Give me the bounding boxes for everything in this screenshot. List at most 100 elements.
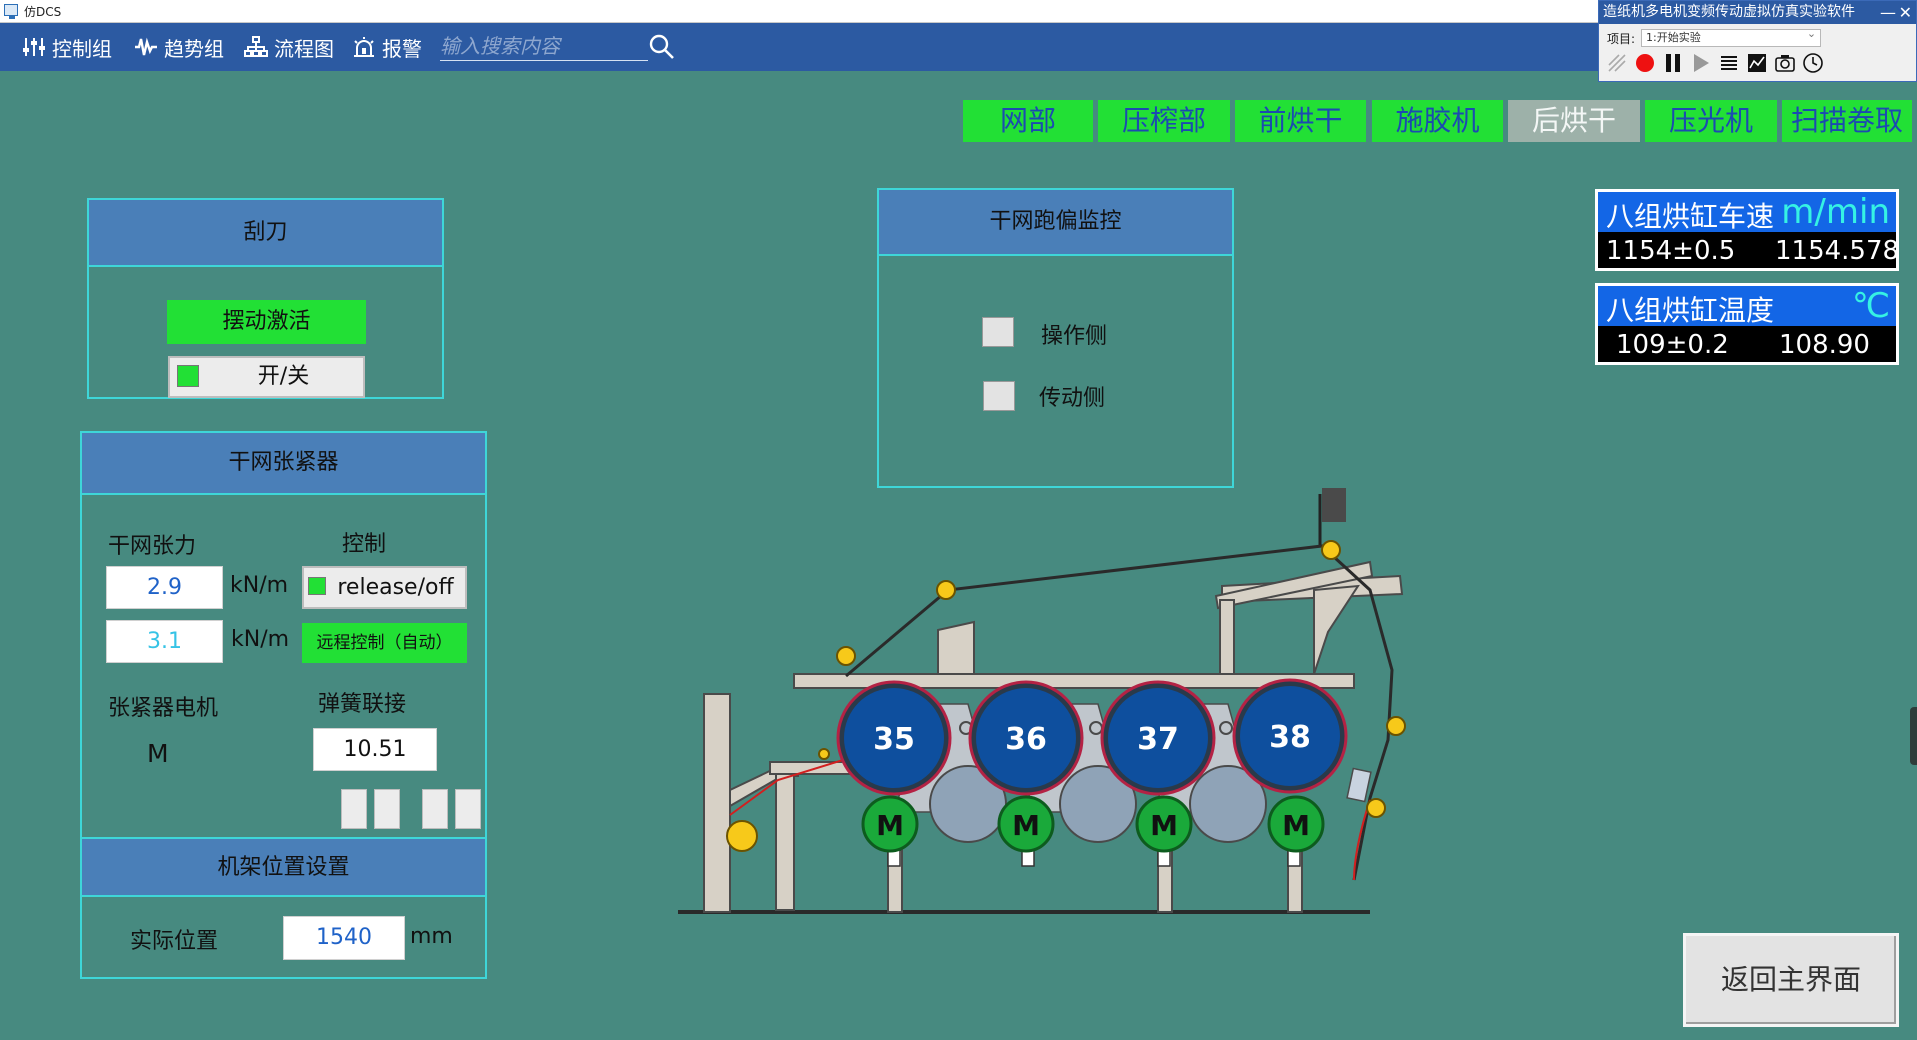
guide-rollers xyxy=(726,540,1406,852)
project-select[interactable]: 1:开始实验 xyxy=(1641,26,1822,47)
minimize-button[interactable]: — xyxy=(1880,3,1896,22)
tensioner-panel-title: 干网张紧器 xyxy=(82,433,485,495)
frame-position-title: 机架位置设置 xyxy=(82,837,485,897)
actual-position-label: 实际位置 xyxy=(130,929,219,954)
motor-37[interactable]: M xyxy=(1135,795,1193,867)
clock-icon xyxy=(1803,53,1823,73)
svg-text:M: M xyxy=(1012,809,1040,842)
menu-trend-group[interactable]: 趋势组 xyxy=(134,32,224,62)
oscillation-activate-button[interactable]: 摆动激活 xyxy=(167,300,366,344)
spring-coupling-value: 10.51 xyxy=(313,728,437,771)
dryer-cylinder-36: 36 xyxy=(968,680,1084,796)
chart-icon xyxy=(1748,54,1766,72)
menu-control-group[interactable]: 控制组 xyxy=(22,32,112,62)
sliders-icon xyxy=(23,38,45,56)
motor-35[interactable]: M xyxy=(861,795,919,867)
drive-motors: M M M M xyxy=(861,795,1325,867)
side-drawer-handle[interactable] xyxy=(1910,707,1917,765)
actual-position-value: 1540 xyxy=(283,916,405,960)
on-off-label: 开/关 xyxy=(257,364,310,389)
spring-coupling-label: 弹簧联接 xyxy=(318,692,407,717)
temperature-actual: 108.90 xyxy=(1779,330,1870,360)
speed-unit: m/min xyxy=(1781,192,1890,232)
release-status-indicator xyxy=(308,577,326,595)
menu-alarm[interactable]: 报警 xyxy=(352,32,422,62)
tensioner-motor-symbol: M xyxy=(147,739,169,768)
window-title: 仿DCS xyxy=(24,5,62,19)
motor-38[interactable]: M xyxy=(1267,795,1325,867)
felt-tension-label: 干网张力 xyxy=(108,534,197,559)
sim-panel-title: 造纸机多电机变频传动虚拟仿真实验软件 xyxy=(1603,4,1855,20)
play-button[interactable] xyxy=(1689,51,1713,75)
svg-text:38: 38 xyxy=(1269,720,1311,755)
pause-button[interactable] xyxy=(1661,51,1685,75)
drive-side-indicator[interactable] xyxy=(983,381,1015,411)
sim-toolbar xyxy=(1605,51,1825,75)
tensioner-step-button-3[interactable] xyxy=(422,789,448,829)
tab-wire-section[interactable]: 网部 xyxy=(963,100,1093,142)
dryer-cylinder-38: 38 xyxy=(1232,678,1348,794)
svg-text:M: M xyxy=(1150,809,1178,842)
project-row: 项目: 1:开始实验 xyxy=(1607,26,1822,47)
scraper-on-off-button[interactable]: 开/关 xyxy=(168,356,365,398)
tensioner-step-button-2[interactable] xyxy=(374,789,400,829)
remote-control-auto-button[interactable]: 远程控制（自动） xyxy=(302,623,467,663)
project-label: 项目: xyxy=(1607,31,1636,46)
tab-scan-reel[interactable]: 扫描卷取 xyxy=(1782,100,1912,142)
list-icon xyxy=(1721,56,1737,70)
tab-size-press[interactable]: 施胶机 xyxy=(1372,100,1503,142)
deviation-panel-title: 干网跑偏监控 xyxy=(879,190,1232,256)
speed-title: 八组烘缸车速 xyxy=(1606,200,1775,233)
tab-calender[interactable]: 压光机 xyxy=(1645,100,1777,142)
dryer-felt-tensioner-panel: 干网张紧器 干网张力 控制 2.9 kN/m release/off 3.1 k… xyxy=(80,431,487,979)
step-icon xyxy=(1608,54,1626,72)
dryer-cylinder-37: 37 xyxy=(1100,680,1216,796)
list-button[interactable] xyxy=(1717,51,1741,75)
temperature-readout-header: 八组烘缸温度 ℃ xyxy=(1598,286,1896,327)
search-input[interactable] xyxy=(440,31,648,61)
play-icon xyxy=(1694,54,1709,72)
motor-36[interactable]: M xyxy=(997,795,1055,867)
close-button[interactable]: ✕ xyxy=(1898,3,1912,22)
return-main-button[interactable]: 返回主界面 xyxy=(1683,933,1899,1027)
camera-icon xyxy=(1775,55,1795,72)
tab-pre-dryer[interactable]: 前烘干 xyxy=(1235,100,1366,142)
menu-flowchart[interactable]: 流程图 xyxy=(244,32,334,62)
release-off-label: release/off xyxy=(337,575,454,600)
record-button[interactable] xyxy=(1633,51,1657,75)
status-indicator xyxy=(177,365,199,387)
title-bar: 仿DCS xyxy=(0,0,1917,23)
search-icon[interactable] xyxy=(648,33,676,61)
timer-button[interactable] xyxy=(1801,51,1825,75)
dryer-speed-readout: 八组烘缸车速 m/min 1154±0.5 1154.578 xyxy=(1595,189,1899,271)
trend-chart-button[interactable] xyxy=(1745,51,1769,75)
felt-tension-setpoint-input[interactable]: 3.1 xyxy=(106,620,223,663)
speed-actual: 1154.578 xyxy=(1775,236,1900,266)
sim-panel-titlebar: 造纸机多电机变频传动虚拟仿真实验软件 — ✕ xyxy=(1599,1,1916,24)
simulation-control-panel: 造纸机多电机变频传动虚拟仿真实验软件 — ✕ 项目: 1:开始实验 xyxy=(1598,0,1917,82)
operator-side-label: 操作侧 xyxy=(1041,324,1108,349)
tensioner-step-button-4[interactable] xyxy=(455,789,481,829)
tab-after-dryer[interactable]: 后烘干 xyxy=(1508,100,1640,142)
tab-press-section[interactable]: 压榨部 xyxy=(1098,100,1230,142)
step-button[interactable] xyxy=(1605,51,1629,75)
operator-side-indicator[interactable] xyxy=(982,317,1014,347)
temperature-unit: ℃ xyxy=(1851,286,1890,326)
scraper-panel-title: 刮刀 xyxy=(89,200,442,267)
top-menu-bar: 控制组 趋势组 流程图 报警 xyxy=(0,23,1598,71)
tensioner-motor-label: 张紧器电机 xyxy=(108,696,219,721)
svg-text:35: 35 xyxy=(873,722,915,757)
svg-text:M: M xyxy=(876,809,904,842)
temperature-title: 八组烘缸温度 xyxy=(1606,294,1775,327)
felt-tension-value: 2.9 xyxy=(106,566,223,609)
flowchart-icon xyxy=(244,36,268,57)
snapshot-button[interactable] xyxy=(1773,51,1797,75)
waveform-icon xyxy=(135,37,157,56)
control-label: 控制 xyxy=(342,532,387,557)
svg-text:36: 36 xyxy=(1005,722,1047,757)
dryer-cylinders: 35 36 37 38 xyxy=(836,678,1348,796)
release-off-button[interactable]: release/off xyxy=(302,566,467,609)
drive-side-label: 传动侧 xyxy=(1039,386,1106,411)
svg-text:37: 37 xyxy=(1137,722,1179,757)
tensioner-step-button-1[interactable] xyxy=(341,789,367,829)
